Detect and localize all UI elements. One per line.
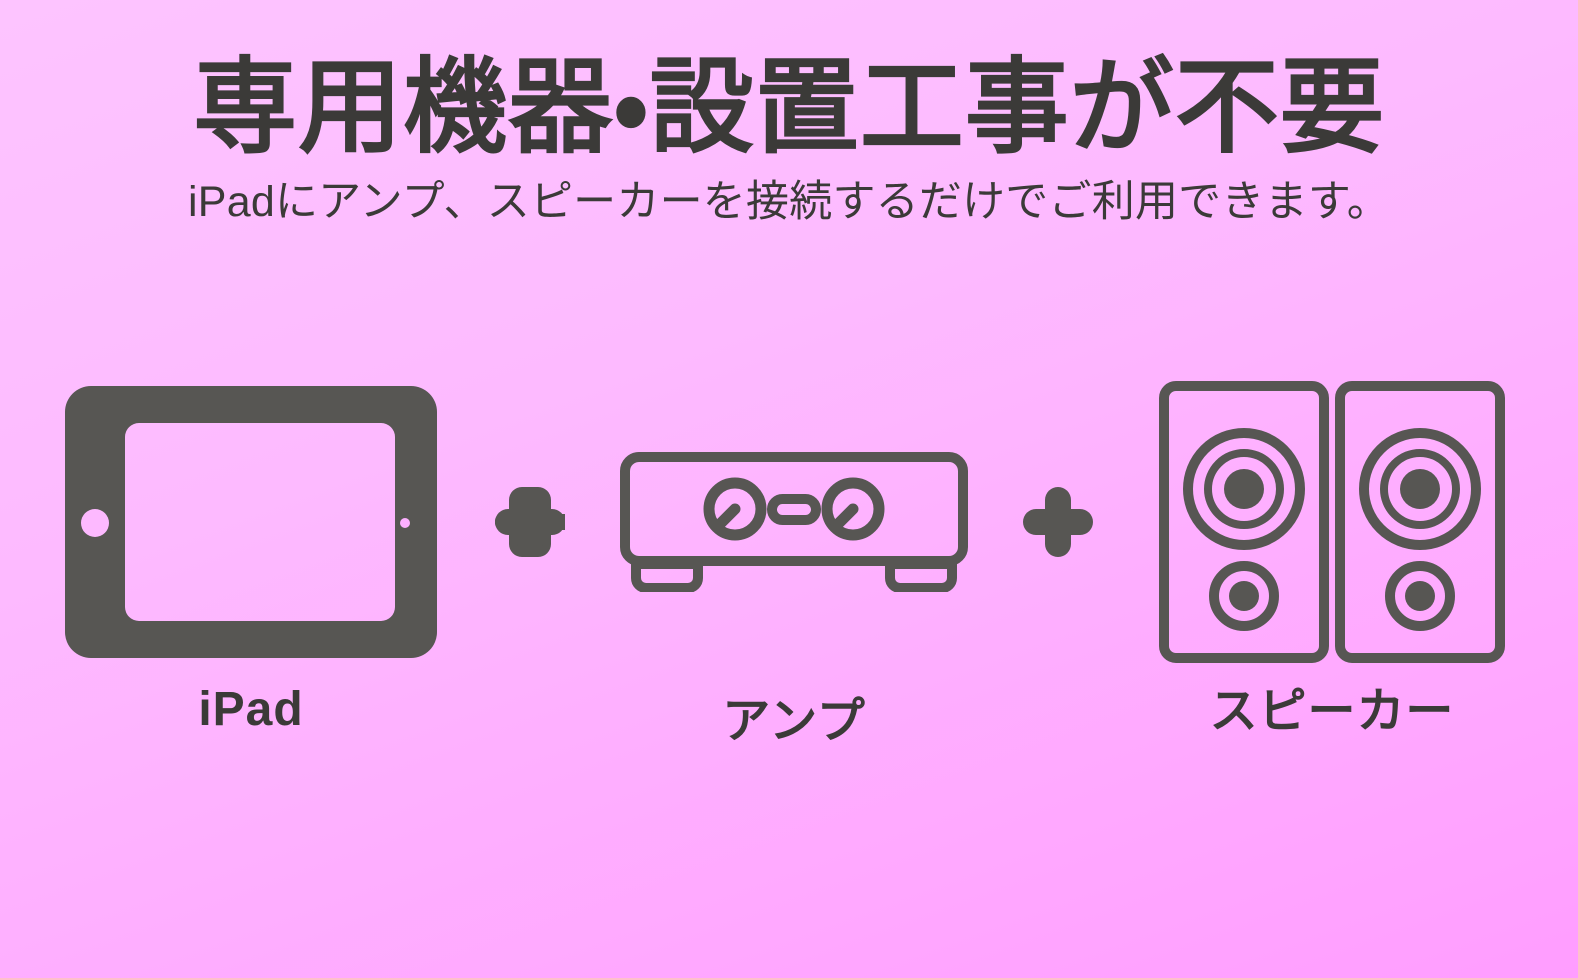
woofer-center — [1224, 469, 1264, 509]
plus-icon — [1023, 487, 1093, 557]
speaker-cabinet-left — [1159, 381, 1329, 663]
device-equation: iPad — [0, 372, 1578, 772]
tablet-icon — [65, 386, 437, 658]
woofer-inner-ring — [1204, 449, 1284, 529]
woofer-outer-ring — [1183, 428, 1305, 550]
amp-knob-right — [821, 477, 885, 541]
tweeter-center — [1229, 581, 1259, 611]
page-title: 専用機器・設置工事が不要 — [193, 50, 1385, 166]
speaker-cabinet-right — [1335, 381, 1505, 663]
woofer-center — [1400, 469, 1440, 509]
amplifier-icon — [620, 452, 968, 592]
amp-foot-left — [631, 559, 703, 592]
woofer-inner-ring — [1380, 449, 1460, 529]
caption-amp: アンプ — [722, 695, 866, 748]
woofer-outer-ring — [1359, 428, 1481, 550]
equation-item-speaker: スピーカー — [1122, 372, 1542, 736]
speakers-icon — [1159, 381, 1505, 663]
page-subtitle: iPadにアンプ、スピーカーを接続するだけでご利用できます。 — [188, 178, 1390, 227]
amp-chassis — [620, 452, 968, 566]
equation-item-ipad: iPad — [36, 372, 466, 734]
equation-item-amp: アンプ — [594, 372, 994, 746]
speakers-art — [1159, 372, 1505, 672]
home-button-icon — [81, 509, 109, 537]
caption-speaker: スピーカー — [1209, 685, 1455, 738]
amp-knob-left — [703, 477, 767, 541]
tweeter-center — [1405, 581, 1435, 611]
operator-plus-2 — [994, 372, 1122, 672]
tweeter-ring — [1385, 561, 1455, 631]
amplifier-art — [620, 372, 968, 672]
camera-dot-icon — [400, 518, 410, 528]
caption-ipad: iPad — [198, 683, 304, 736]
heading-block: 専用機器・設置工事が不要 iPadにアンプ、スピーカーを接続するだけでご利用でき… — [0, 52, 1578, 228]
tweeter-ring — [1209, 561, 1279, 631]
plus-icon — [495, 487, 565, 557]
operator-plus-1 — [466, 372, 594, 672]
tablet-art — [65, 372, 437, 672]
amp-foot-right — [885, 559, 957, 592]
amp-display — [767, 494, 821, 525]
